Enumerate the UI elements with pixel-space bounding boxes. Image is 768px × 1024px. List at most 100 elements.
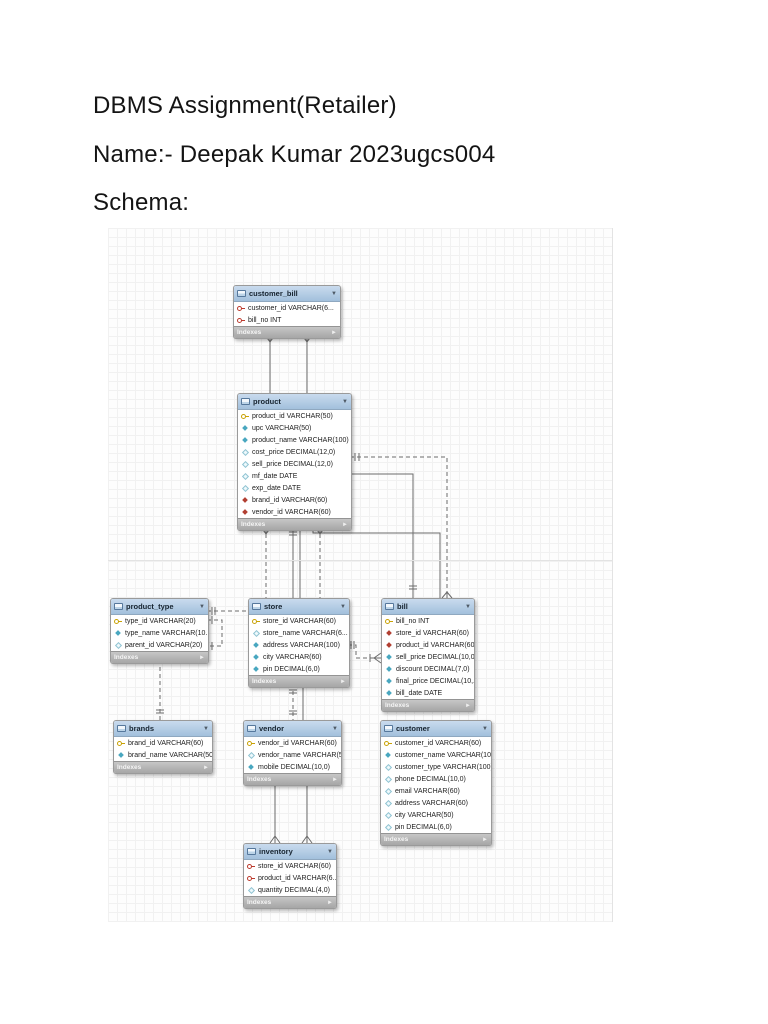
table-brands: brands▼brand_id VARCHAR(60)brand_name VA… (113, 720, 213, 774)
indexes-footer: Indexes ► (111, 651, 208, 663)
relationship-line (350, 473, 414, 598)
primary-key-icon (252, 617, 261, 626)
relationship-lines (156, 334, 453, 844)
table-header: customer_bill▼ (234, 286, 340, 302)
column-label: sell_price DECIMAL(10,0) (396, 653, 474, 661)
column-icon (252, 653, 261, 662)
column-label: city VARCHAR(60) (263, 653, 322, 661)
nullable-column-icon (384, 775, 393, 784)
column-icon (385, 653, 394, 662)
collapse-arrow-icon: ▼ (482, 725, 488, 732)
column-label: store_id VARCHAR(60) (258, 862, 332, 870)
column-row: final_price DECIMAL(10,... (382, 675, 474, 687)
column-row: product_id VARCHAR(6... (244, 872, 336, 884)
relationship-line (348, 644, 374, 659)
table-icon (117, 725, 126, 732)
column-icon (252, 641, 261, 650)
expand-arrow-icon: ► (482, 836, 488, 843)
table-header: product_type▼ (111, 599, 208, 615)
table-header: brands▼ (114, 721, 212, 737)
column-row: vendor_name VARCHAR(5... (244, 749, 341, 761)
column-row: brand_id VARCHAR(60) (114, 737, 212, 749)
foreign-key-icon (385, 641, 394, 650)
column-label: brand_id VARCHAR(60) (252, 496, 328, 504)
column-label: type_id VARCHAR(20) (125, 617, 196, 625)
indexes-label: Indexes (114, 654, 139, 661)
expand-arrow-icon: ► (199, 654, 205, 661)
indexes-footer: Indexes► (249, 675, 349, 687)
column-row: city VARCHAR(60) (249, 651, 349, 663)
column-row: upc VARCHAR(50) (238, 422, 351, 434)
table-customer_bill: customer_bill▼customer_id VARCHAR(6... bi… (233, 285, 341, 339)
primary-key-icon (384, 739, 393, 748)
table-header: customer▼ (381, 721, 491, 737)
nullable-column-icon (384, 811, 393, 820)
column-row: bill_date DATE (382, 687, 474, 699)
column-row: sell_price DECIMAL(12,0) (238, 458, 351, 470)
table-header: inventory▼ (244, 844, 336, 860)
primary-key-icon (117, 739, 126, 748)
column-row: product_name VARCHAR(100) (238, 434, 351, 446)
collapse-arrow-icon: ▼ (199, 603, 205, 610)
column-label: mobile DECIMAL(10,0) (258, 763, 330, 771)
column-row: store_id VARCHAR(60) (382, 627, 474, 639)
column-row: bill_no INT (234, 314, 340, 326)
column-row: vendor_id VARCHAR(60) (238, 506, 351, 518)
column-label: bill_no INT (248, 316, 282, 324)
nullable-column-icon (247, 886, 256, 895)
column-label: upc VARCHAR(50) (252, 424, 312, 432)
table-header: product▼ (238, 394, 351, 410)
nullable-column-icon (241, 460, 250, 469)
column-row: phone DECIMAL(10,0) (381, 773, 491, 785)
column-row: brand_id VARCHAR(60) (238, 494, 351, 506)
column-icon (385, 677, 394, 686)
column-label: sell_price DECIMAL(12,0) (252, 460, 333, 468)
primary-key-icon (241, 412, 250, 421)
indexes-footer: Indexes► (382, 699, 474, 711)
column-label: customer_type VARCHAR(100) (395, 763, 491, 771)
primary-foreign-key-icon (237, 316, 246, 325)
column-row: discount DECIMAL(7,0) (382, 663, 474, 675)
page-boundary-line (108, 560, 612, 561)
column-label: product_name VARCHAR(100) (252, 436, 349, 444)
relationship-line (289, 689, 297, 715)
indexes-footer: Indexes► (244, 896, 336, 908)
column-label: cost_price DECIMAL(12,0) (252, 448, 336, 456)
column-label: mf_date DATE (252, 472, 298, 480)
column-label: pin DECIMAL(6,0) (395, 823, 452, 831)
column-row: store_name VARCHAR(6... (249, 627, 349, 639)
table-inventory: inventory▼ store_id VARCHAR(60) product_id… (243, 843, 337, 909)
collapse-arrow-icon: ▼ (327, 848, 333, 855)
indexes-label: Indexes (237, 329, 262, 336)
column-row: address VARCHAR(60) (381, 797, 491, 809)
column-label: pin DECIMAL(6,0) (263, 665, 320, 673)
column-icon (241, 436, 250, 445)
column-row: pin DECIMAL(6,0) (381, 821, 491, 833)
indexes-label: Indexes (241, 521, 266, 528)
table-icon (385, 603, 394, 610)
column-label: type_name VARCHAR(10... (125, 629, 208, 637)
table-header: store▼ (249, 599, 349, 615)
column-label: customer_id VARCHAR(60) (395, 739, 482, 747)
column-label: vendor_id VARCHAR(60) (258, 739, 337, 747)
collapse-arrow-icon: ▼ (332, 725, 338, 732)
column-row: cost_price DECIMAL(12,0) (238, 446, 351, 458)
column-row: customer_id VARCHAR(6... (234, 302, 340, 314)
collapse-arrow-icon: ▼ (340, 603, 346, 610)
column-icon (247, 763, 256, 772)
column-label: exp_date DATE (252, 484, 301, 492)
relationship-line (301, 835, 313, 844)
nullable-column-icon (247, 751, 256, 760)
column-row: address VARCHAR(100) (249, 639, 349, 651)
column-row: vendor_id VARCHAR(60) (244, 737, 341, 749)
column-label: email VARCHAR(60) (395, 787, 460, 795)
eer-diagram-canvas: customer_bill▼customer_id VARCHAR(6... bi… (108, 228, 613, 922)
author-line: Name:- Deepak Kumar 2023ugcs004 (93, 141, 496, 168)
schema-label: Schema: (93, 189, 190, 216)
column-row: parent_id VARCHAR(20) (111, 639, 208, 651)
column-label: address VARCHAR(60) (395, 799, 469, 807)
nullable-column-icon (241, 472, 250, 481)
table-icon (252, 603, 261, 610)
indexes-label: Indexes (384, 836, 409, 843)
table-product_type: product_type▼ type_id VARCHAR(20) type_nam… (110, 598, 209, 664)
